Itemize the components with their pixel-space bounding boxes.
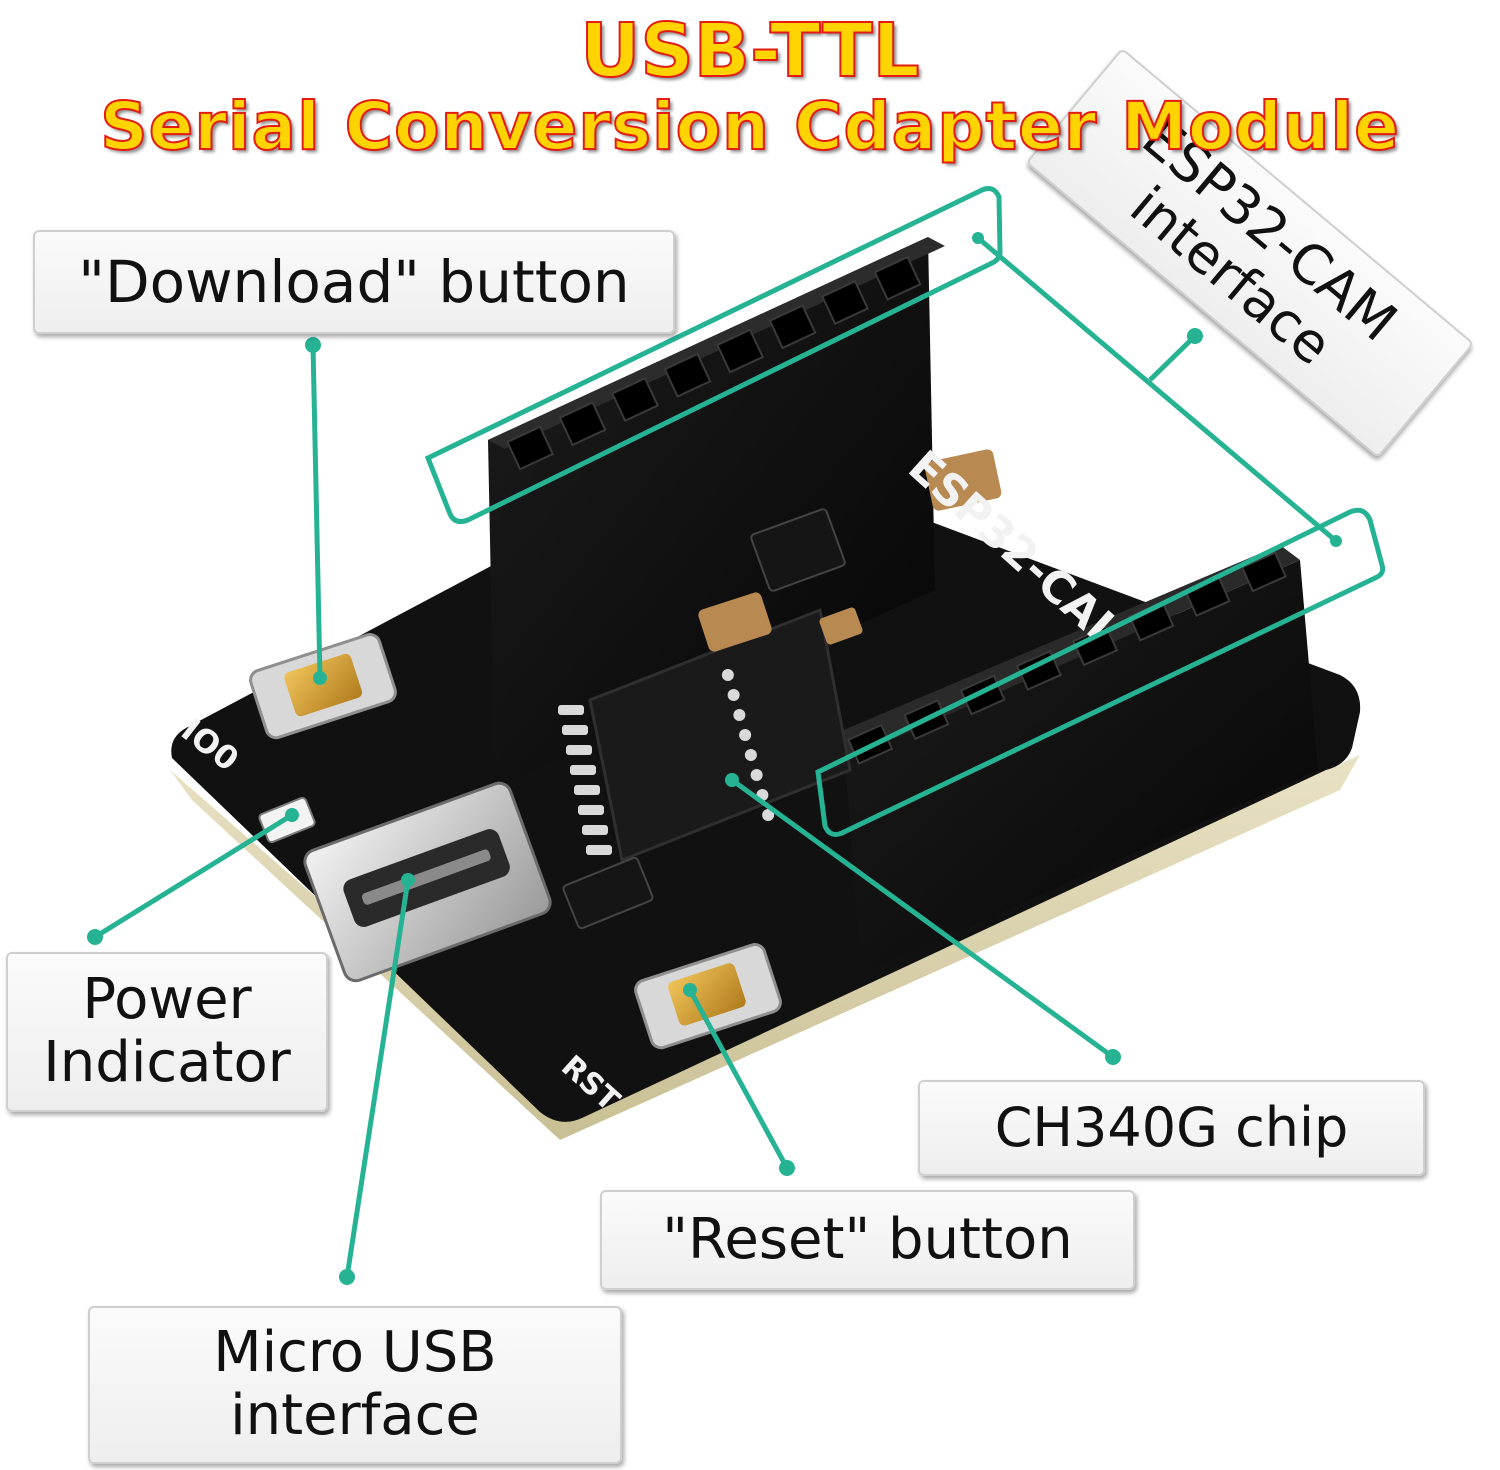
reset-button-body: [634, 943, 782, 1050]
chip-leg: [586, 845, 612, 855]
chip-leg: [727, 689, 740, 701]
callout-power-indicator: Power Indicator: [6, 952, 328, 1112]
header-socket: [663, 352, 712, 398]
callout-reset-button: "Reset" button: [600, 1190, 1135, 1290]
capacitor-2: [698, 592, 772, 652]
callout-power-line1: Power: [82, 967, 252, 1033]
chip-leg: [721, 669, 734, 681]
header-socket: [768, 304, 817, 350]
callout-usb-line1: Micro USB: [213, 1320, 497, 1386]
regulator: [750, 508, 846, 592]
header-socket: [506, 425, 555, 471]
right-header-highlight: [815, 507, 1386, 837]
chip-leg: [558, 705, 584, 715]
micro-usb-connector: [303, 781, 552, 983]
header-socket: [873, 255, 922, 301]
chip-leg: [562, 725, 588, 735]
header-socket: [558, 401, 607, 447]
back-header-highlight: [424, 186, 1003, 524]
capacitor-1: [924, 449, 1002, 511]
chip-leg: [762, 809, 775, 821]
back-header-front: [488, 237, 935, 790]
chip-legs: [558, 669, 775, 855]
header-socket: [821, 280, 870, 326]
chip-leg: [582, 825, 608, 835]
leader-dots: [87, 232, 1342, 1285]
callout-power-line2: Indicator: [43, 1030, 291, 1095]
chip-leg: [733, 709, 746, 721]
transistor: [562, 856, 654, 930]
header-socket: [611, 377, 660, 423]
download-button-body: [249, 633, 397, 740]
back-header-pins: [506, 255, 922, 471]
chip-leg: [574, 785, 600, 795]
chip-leg: [566, 745, 592, 755]
callout-ch340-text: CH340G chip: [994, 1095, 1349, 1159]
back-header-top: [488, 237, 945, 449]
chip-leg: [739, 729, 752, 741]
callout-usb-line2: interface: [230, 1383, 480, 1448]
leader-lines: [93, 236, 1338, 1278]
callout-micro-usb: Micro USB interface: [88, 1306, 622, 1464]
chip-leg: [570, 765, 596, 775]
chip-leg: [750, 769, 763, 781]
callout-download-text: "Download" button: [78, 247, 630, 316]
capacitor-3: [819, 607, 863, 645]
pcb-edge: [170, 755, 1360, 1140]
header-socket: [716, 328, 765, 374]
chip-leg: [578, 805, 604, 815]
chip-leg: [744, 749, 757, 761]
header-socket: [1240, 551, 1287, 593]
header-socket: [1072, 625, 1119, 667]
callout-download-button: "Download" button: [33, 230, 675, 334]
callout-ch340g-chip: CH340G chip: [918, 1080, 1425, 1176]
callout-reset-text: "Reset" button: [662, 1206, 1073, 1272]
